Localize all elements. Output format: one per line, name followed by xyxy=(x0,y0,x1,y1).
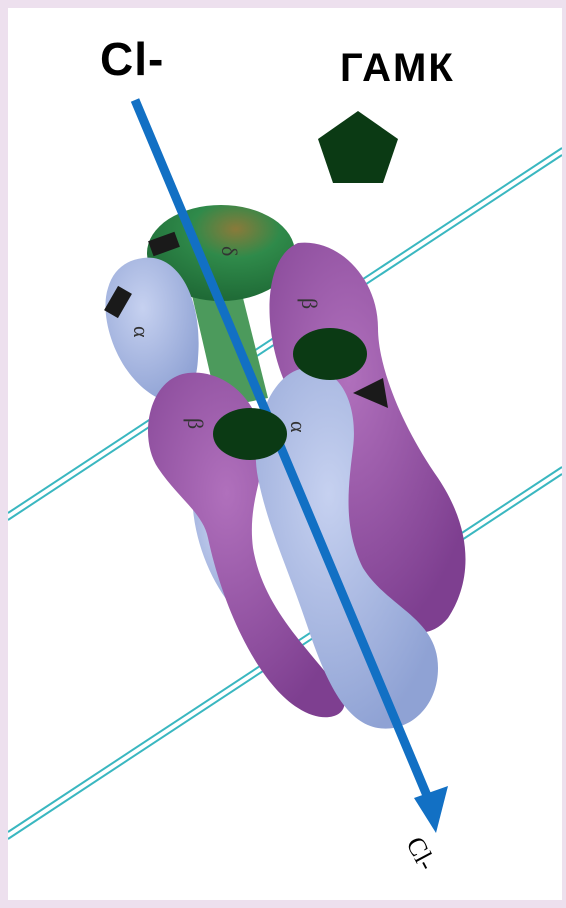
beta-front-label: β xyxy=(183,418,208,429)
beta-right-label: β xyxy=(297,298,322,309)
gaba-binding-site-icon xyxy=(293,328,367,380)
gaba-binding-site-icon xyxy=(213,408,287,460)
alpha-front-label: α xyxy=(286,421,311,433)
delta-label: δ xyxy=(217,246,242,256)
gaba-label: ГАМК xyxy=(340,46,455,91)
alpha-left-label: α xyxy=(129,326,154,338)
gaba-receptor-diagram: δ α β β α xyxy=(8,8,562,900)
chloride-top-label: Cl- xyxy=(100,32,164,86)
diagram-frame: δ α β β α Cl- ГАМК Cl- xyxy=(8,8,562,900)
gaba-molecule-icon xyxy=(318,111,398,183)
